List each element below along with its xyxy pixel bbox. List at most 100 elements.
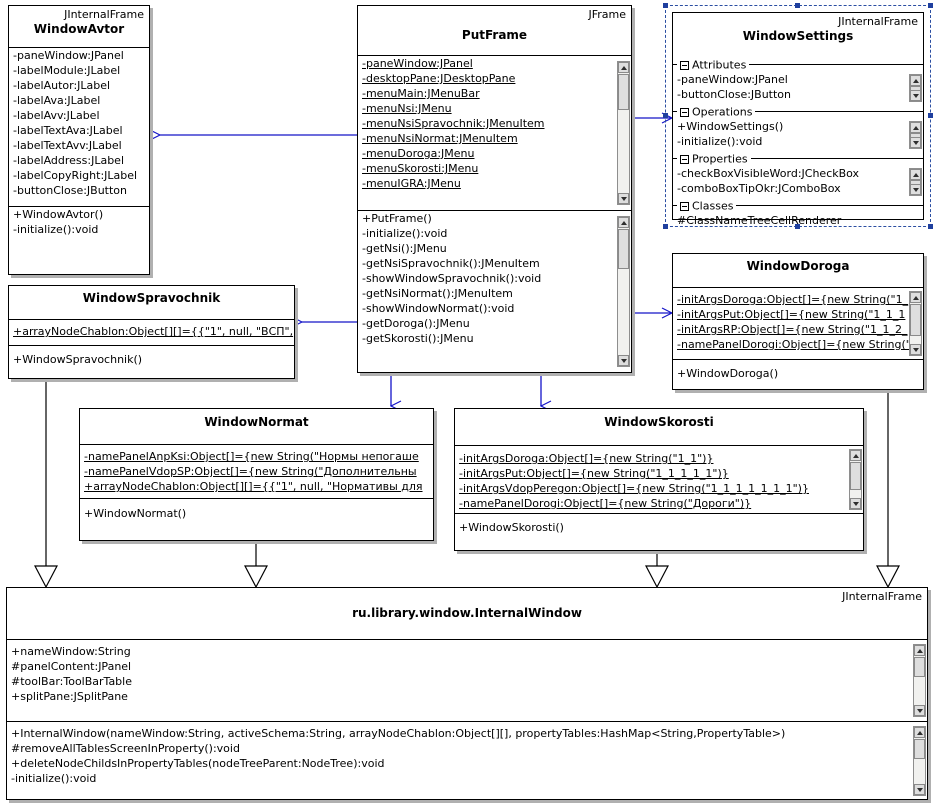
operations-compartment[interactable]: +WindowSkorosti() bbox=[455, 514, 863, 550]
scroll-down-icon[interactable] bbox=[850, 498, 861, 509]
class-box-window-avtor[interactable]: JInternalFrame WindowAvtor -paneWindow:J… bbox=[8, 5, 150, 275]
scroll-down-icon[interactable] bbox=[914, 784, 925, 795]
group-header-box[interactable]: Attributes bbox=[677, 57, 750, 73]
selection-handle[interactable] bbox=[928, 113, 933, 118]
class-box-window-spravochnik[interactable]: WindowSpravochnik +arrayNodeChablon:Obje… bbox=[8, 285, 295, 379]
attribute-item: -menuMain:JMenuBar bbox=[362, 87, 480, 100]
scroll-up-icon[interactable] bbox=[910, 75, 921, 86]
scrollbar-thumb[interactable] bbox=[618, 74, 629, 110]
attributes-scrollbar[interactable] bbox=[913, 644, 926, 717]
operations-compartment[interactable]: +WindowAvtor() -initialize():void bbox=[9, 207, 149, 274]
scroll-down-icon[interactable] bbox=[910, 344, 921, 355]
operation-item: -showWindowNormat():void bbox=[362, 302, 515, 315]
generalization-windowskorosti-internalwindow bbox=[645, 551, 669, 589]
attribute-item: +arrayNodeChablon:Object[][]={{"1", null… bbox=[84, 480, 423, 493]
scroll-up-icon[interactable] bbox=[618, 217, 629, 228]
scroll-up-icon[interactable] bbox=[910, 169, 921, 180]
attributes-compartment[interactable]: +nameWindow:String #panelContent:JPanel … bbox=[7, 640, 927, 722]
attribute-item: -namePanelDorogi:Object[]={new String(" bbox=[677, 338, 911, 351]
scroll-up-icon[interactable] bbox=[910, 292, 921, 303]
class-box-window-settings[interactable]: JInternalFrame WindowSettings Attributes… bbox=[672, 12, 924, 227]
selection-handle[interactable] bbox=[663, 224, 668, 229]
attributes-scrollbar[interactable] bbox=[849, 449, 862, 510]
operations-compartment[interactable]: +WindowNormat() bbox=[80, 499, 433, 540]
class-header-internal-window: JInternalFrame ru.library.window.Interna… bbox=[7, 588, 927, 640]
class-name: WindowAvtor bbox=[33, 22, 125, 36]
operation-item: -initialize():void bbox=[13, 223, 99, 236]
attributes-scrollbar[interactable] bbox=[909, 74, 922, 102]
selection-handle[interactable] bbox=[928, 3, 933, 8]
properties-scrollbar[interactable] bbox=[909, 168, 922, 196]
group-header-box[interactable]: Properties bbox=[677, 151, 751, 167]
scroll-down-icon[interactable] bbox=[618, 355, 629, 366]
selection-handle[interactable] bbox=[795, 224, 800, 229]
collapse-toggle-icon[interactable] bbox=[680, 107, 689, 117]
class-name: ru.library.window.InternalWindow bbox=[352, 606, 582, 620]
scrollbar-thumb[interactable] bbox=[850, 462, 861, 490]
collapse-toggle-icon[interactable] bbox=[680, 201, 689, 211]
group-header-classes[interactable]: Classes bbox=[673, 198, 923, 214]
class-box-window-normat[interactable]: WindowNormat -namePanelAnpKsi:Object[]={… bbox=[79, 408, 434, 541]
attribute-item: -initArgsVdopPeregon:Object[]={new Strin… bbox=[459, 482, 809, 495]
scroll-up-icon[interactable] bbox=[850, 450, 861, 461]
properties-compartment[interactable]: -checkBoxVisibleWord:JCheckBox -comboBox… bbox=[673, 166, 923, 198]
scrollbar-thumb[interactable] bbox=[910, 304, 921, 336]
attributes-scrollbar[interactable] bbox=[617, 61, 630, 205]
operations-scrollbar[interactable] bbox=[617, 216, 630, 367]
class-box-window-skorosti[interactable]: WindowSkorosti -initArgsDoroga:Object[]=… bbox=[454, 408, 864, 551]
operations-scrollbar[interactable] bbox=[913, 726, 926, 796]
class-box-internal-window[interactable]: JInternalFrame ru.library.window.Interna… bbox=[6, 587, 928, 800]
group-label: Attributes bbox=[692, 58, 747, 72]
scroll-down-icon[interactable] bbox=[914, 705, 925, 716]
attribute-item: -initArgsDoroga:Object[]={new String("1_… bbox=[459, 452, 714, 465]
scroll-down-icon[interactable] bbox=[910, 184, 921, 195]
operation-item: -getSkorosti():JMenu bbox=[362, 332, 474, 345]
operations-compartment[interactable]: +PutFrame() -initialize():void -getNsi()… bbox=[358, 211, 631, 372]
group-header-properties[interactable]: Properties bbox=[673, 151, 923, 167]
class-box-window-doroga[interactable]: WindowDoroga -initArgsDoroga:Object[]={n… bbox=[672, 253, 924, 390]
property-item: -comboBoxTipOkr:JComboBox bbox=[677, 182, 841, 195]
scroll-up-icon[interactable] bbox=[910, 122, 921, 133]
group-header-operations[interactable]: Operations bbox=[673, 104, 923, 120]
selection-handle[interactable] bbox=[795, 3, 800, 8]
classes-compartment[interactable]: #ClassNameTreeCellRenderer bbox=[673, 213, 923, 230]
attributes-compartment[interactable]: -namePanelAnpKsi:Object[]={new String("Н… bbox=[80, 445, 433, 499]
generalization-windownormat-internalwindow bbox=[244, 541, 268, 589]
scroll-up-icon[interactable] bbox=[618, 62, 629, 73]
collapse-toggle-icon[interactable] bbox=[680, 60, 689, 70]
scroll-down-icon[interactable] bbox=[910, 90, 921, 101]
operation-item: #removeAllTablesScreenInProperty():void bbox=[11, 742, 240, 755]
selection-handle[interactable] bbox=[663, 113, 668, 118]
class-name: PutFrame bbox=[461, 28, 528, 42]
operation-item: +WindowDoroga() bbox=[677, 367, 779, 380]
scroll-down-icon[interactable] bbox=[618, 193, 629, 204]
group-header-attributes[interactable]: Attributes bbox=[673, 57, 923, 73]
operations-compartment[interactable]: +WindowSettings() -initialize():void bbox=[673, 119, 923, 151]
group-header-box[interactable]: Operations bbox=[677, 104, 756, 120]
attributes-compartment[interactable]: +arrayNodeChablon:Object[][]={{"1", null… bbox=[9, 320, 294, 346]
scrollbar-thumb[interactable] bbox=[914, 657, 925, 677]
operations-compartment[interactable]: +InternalWindow(nameWindow:String, activ… bbox=[7, 722, 927, 800]
selection-handle[interactable] bbox=[663, 3, 668, 8]
operations-compartment[interactable]: +WindowDoroga() bbox=[673, 360, 923, 395]
attributes-compartment[interactable]: -paneWindow:JPanel -desktopPane:JDesktop… bbox=[358, 56, 631, 211]
class-box-put-frame[interactable]: JFrame PutFrame -paneWindow:JPanel -desk… bbox=[357, 5, 632, 373]
scroll-down-icon[interactable] bbox=[910, 137, 921, 148]
operations-compartment[interactable]: +WindowSpravochnik() bbox=[9, 346, 294, 384]
attributes-compartment[interactable]: -initArgsDoroga:Object[]={new String("1_… bbox=[455, 446, 863, 514]
collapse-toggle-icon[interactable] bbox=[680, 154, 689, 164]
scroll-up-icon[interactable] bbox=[914, 645, 925, 656]
attributes-compartment[interactable]: -paneWindow:JPanel -buttonClose:JButton bbox=[673, 72, 923, 104]
group-header-box[interactable]: Classes bbox=[677, 198, 737, 214]
selection-handle[interactable] bbox=[928, 224, 933, 229]
scroll-up-icon[interactable] bbox=[914, 727, 925, 738]
class-stereotype: JInternalFrame bbox=[842, 590, 922, 603]
scrollbar-thumb[interactable] bbox=[618, 229, 629, 269]
scrollbar-thumb[interactable] bbox=[914, 739, 925, 759]
attributes-scrollbar[interactable] bbox=[909, 291, 922, 356]
attributes-compartment[interactable]: -paneWindow:JPanel -labelModule:JLabel -… bbox=[9, 48, 149, 207]
attribute-item: #toolBar:ToolBarTable bbox=[11, 675, 132, 688]
attributes-compartment[interactable]: -initArgsDoroga:Object[]={new String("1_… bbox=[673, 288, 923, 360]
operations-scrollbar[interactable] bbox=[909, 121, 922, 149]
